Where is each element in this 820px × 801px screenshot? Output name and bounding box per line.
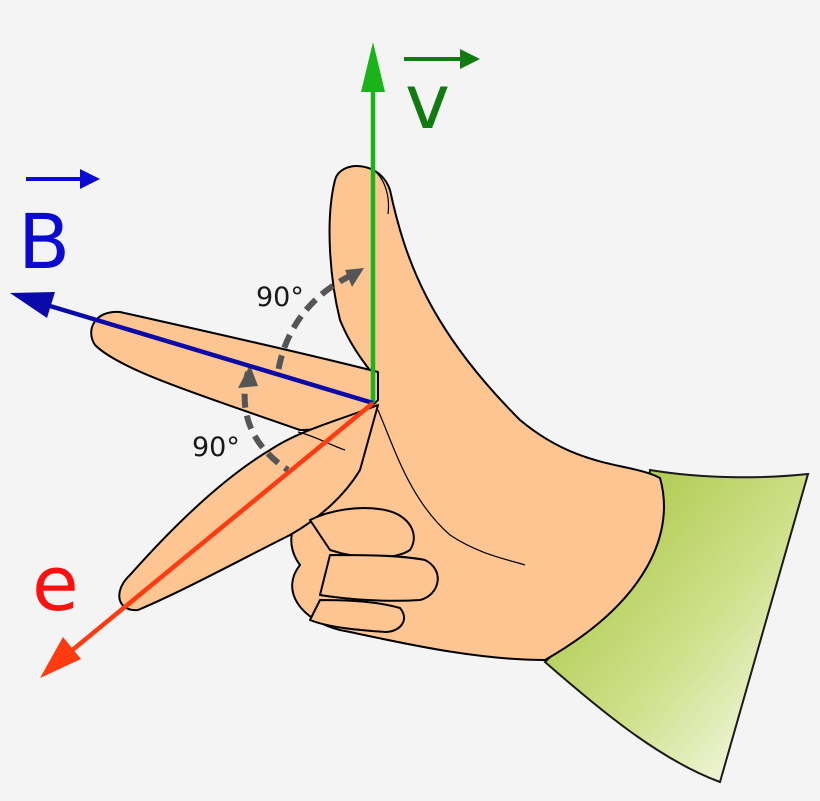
angle-arrowhead-lower (238, 365, 258, 388)
emf-arrowhead (40, 637, 81, 678)
right-hand-icon (90, 165, 665, 661)
velocity-label: v (405, 57, 450, 146)
velocity-overbar-arrow (404, 49, 480, 69)
middle-finger-crease (297, 431, 346, 451)
velocity-arrowhead (361, 42, 385, 92)
field-arrowhead (10, 292, 55, 318)
field-overbar-arrow (26, 169, 100, 189)
palm-crease (377, 409, 526, 566)
emf-label: e (32, 539, 79, 628)
field-label: B (18, 197, 70, 286)
angle-arrowhead-upper (345, 268, 364, 287)
angle-label-lower: 90° (192, 432, 240, 463)
angle-label-upper: 90° (256, 282, 304, 313)
angle-arc-upper (275, 272, 354, 373)
field-vector-line (39, 300, 374, 406)
emf-vector-line (68, 401, 375, 654)
thumb-nail-line (375, 171, 390, 215)
